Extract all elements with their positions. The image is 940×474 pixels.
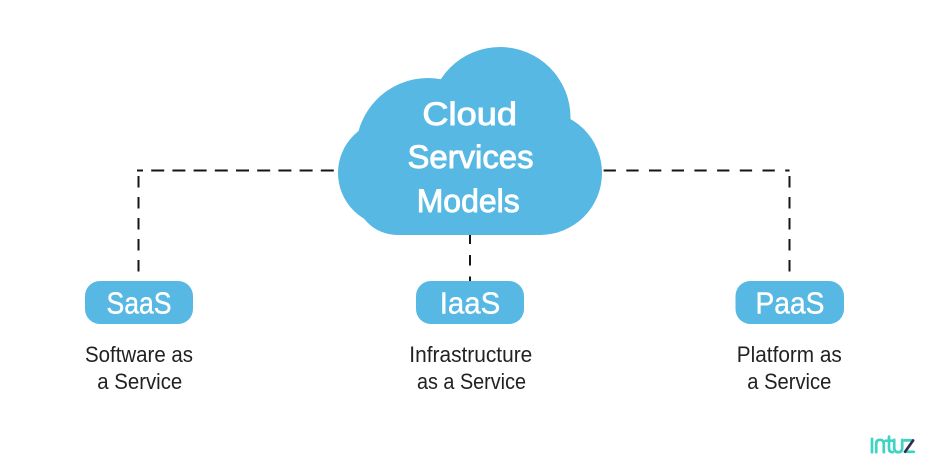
svg-text:Infrastructure: Infrastructure [409,342,532,367]
svg-text:Software as: Software as [85,342,193,367]
svg-text:Platform as: Platform as [737,342,842,367]
svg-text:PaaS: PaaS [756,286,825,321]
svg-text:IaaS: IaaS [440,286,501,321]
svg-text:a Service: a Service [747,369,831,394]
svg-text:SaaS: SaaS [107,286,172,321]
svg-text:a Service: a Service [97,369,182,394]
svg-text:Cloud: Cloud [422,96,517,132]
svg-text:Models: Models [417,183,520,219]
svg-text:Services: Services [408,139,534,175]
svg-text:as a Service: as a Service [417,369,526,394]
